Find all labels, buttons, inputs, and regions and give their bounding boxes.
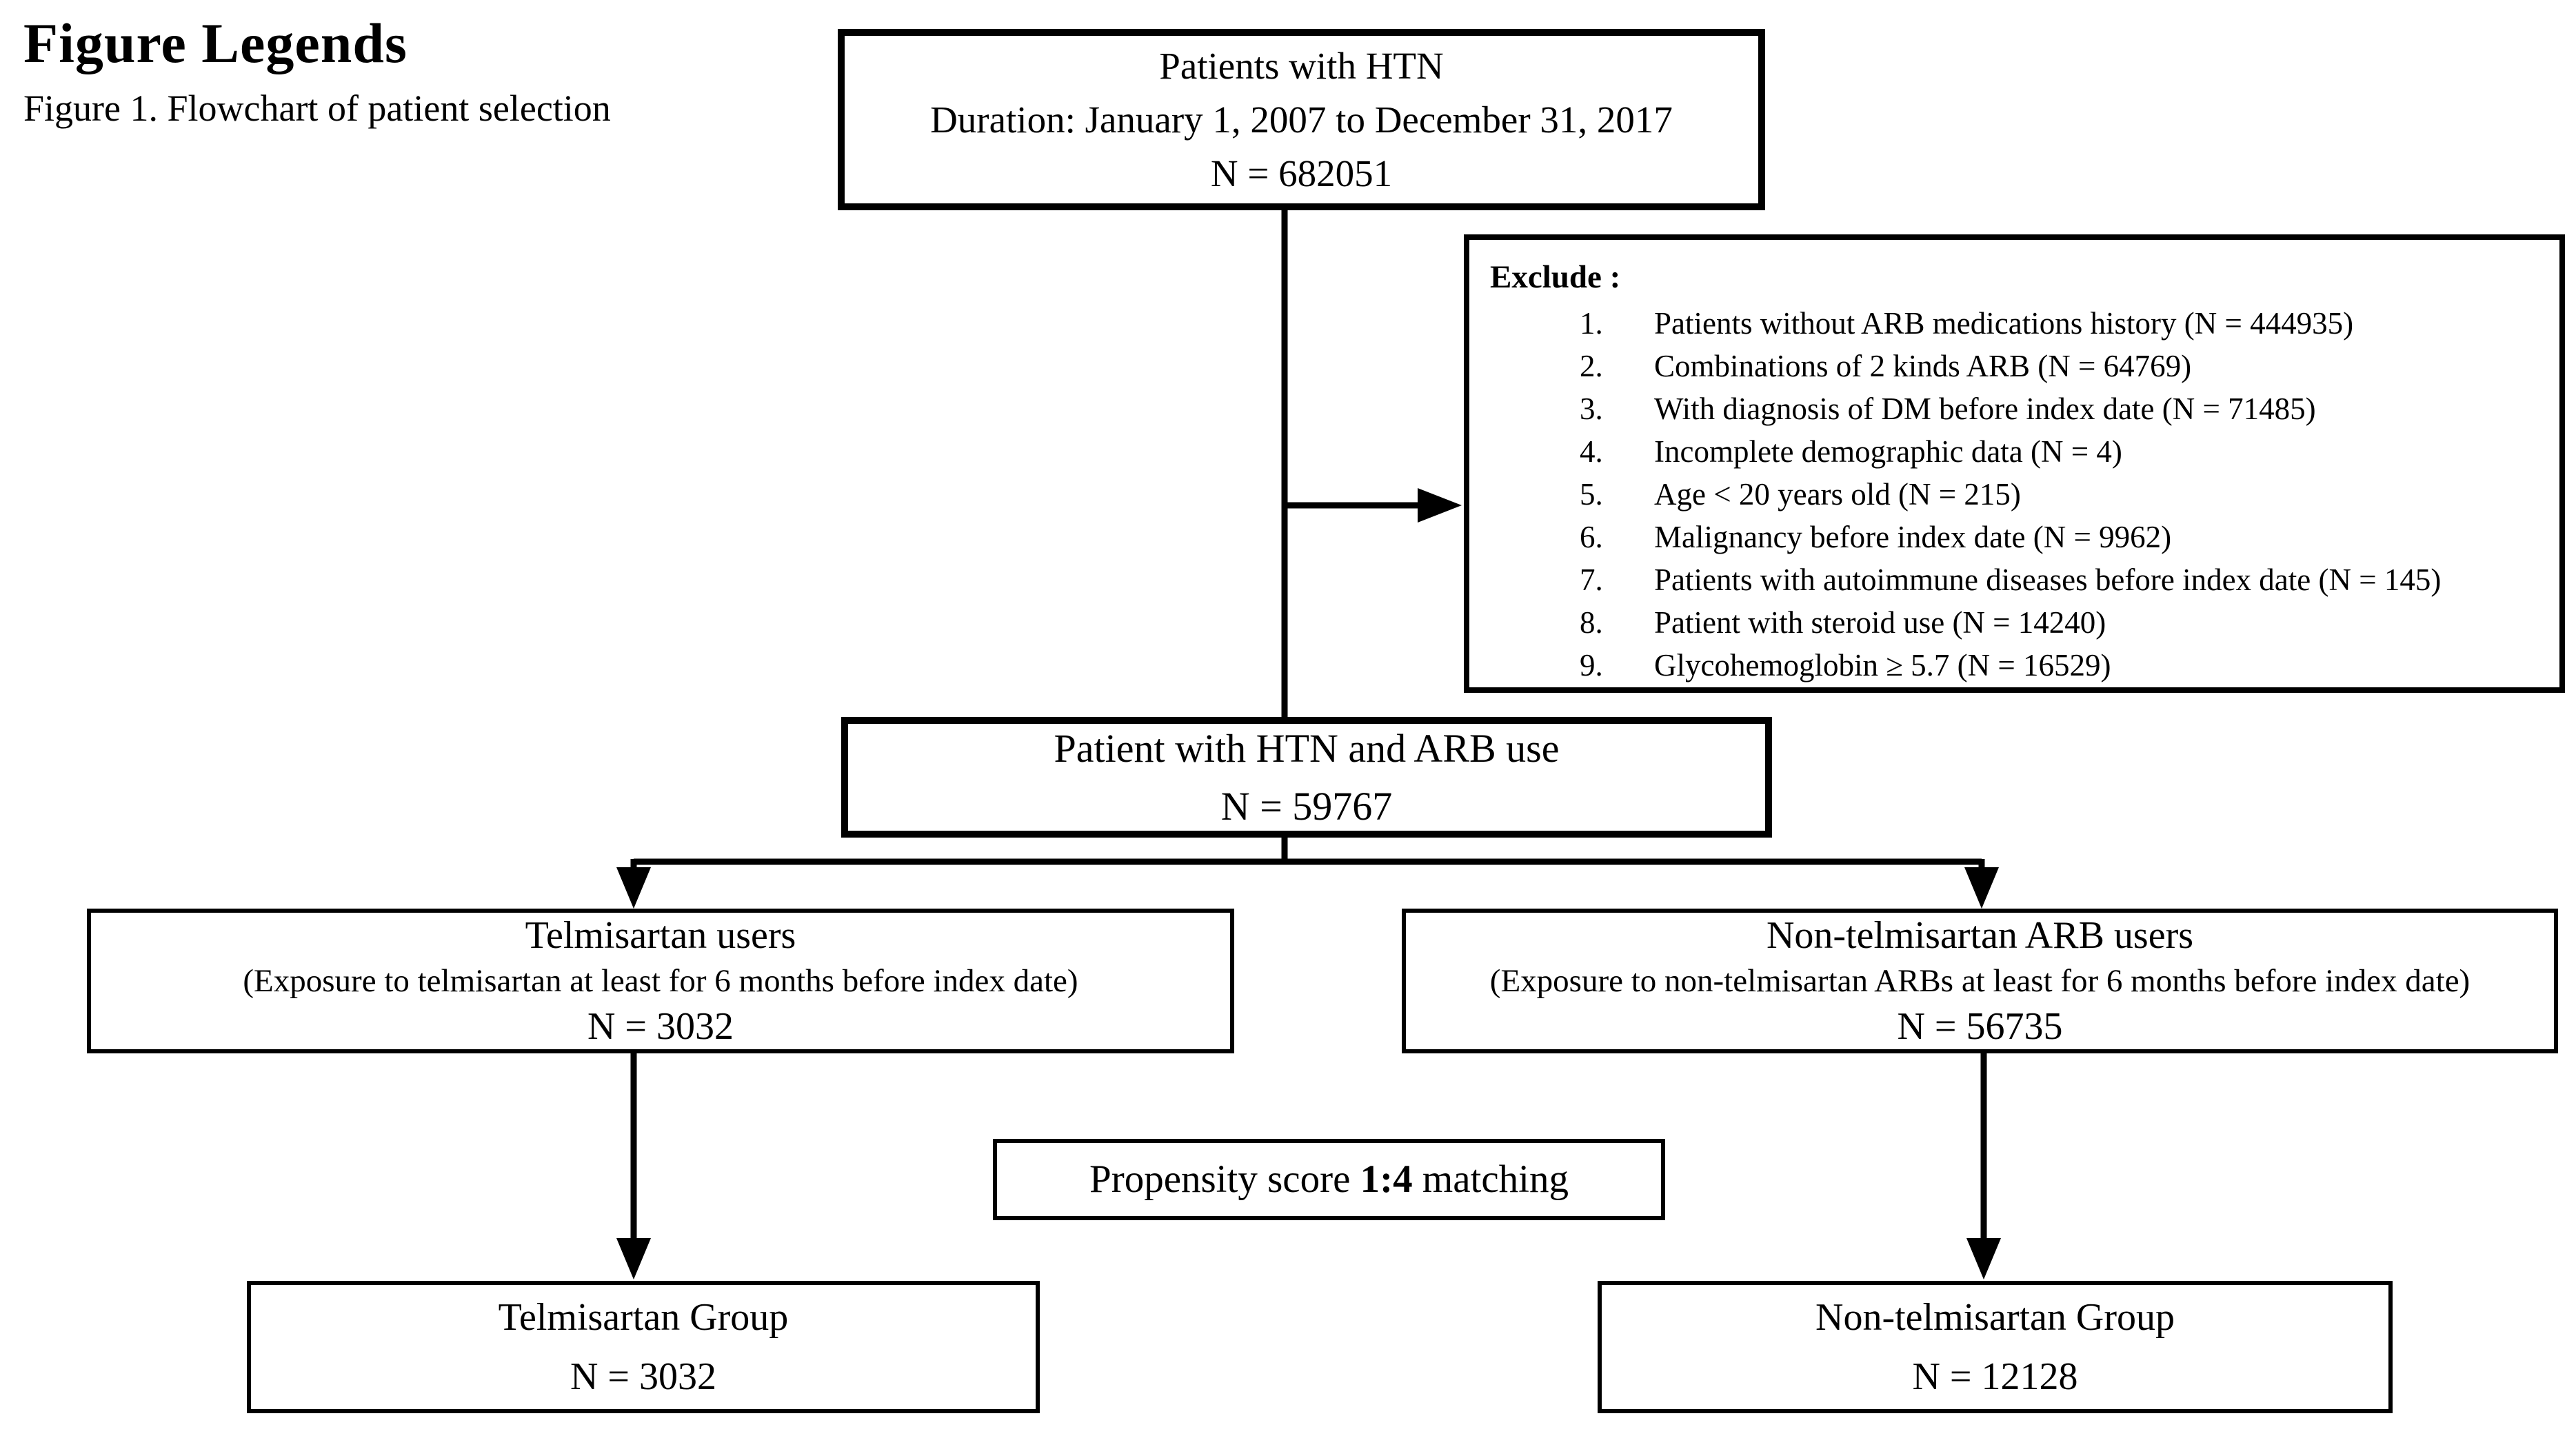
- matching-label: Propensity score 1:4 matching: [1089, 1152, 1569, 1207]
- exclude-list: 1. Patients without ARB medications hist…: [1580, 302, 2546, 687]
- node-title: Telmisartan users: [525, 914, 796, 957]
- exclude-arrowhead-icon: [1418, 488, 1462, 523]
- node-telmisartan-group: Telmisartan Group N = 3032: [247, 1281, 1040, 1413]
- node-count: N = 59767: [1220, 783, 1393, 829]
- exclude-item-8: 8. Patient with steroid use (N = 14240): [1580, 601, 2546, 644]
- exclude-item-6: 6. Malignancy before index date (N = 996…: [1580, 516, 2546, 558]
- node-title: Non-telmisartan Group: [1815, 1296, 2175, 1339]
- node-non-telmisartan-arb-users: Non-telmisartan ARB users (Exposure to n…: [1402, 909, 2558, 1053]
- figure-caption: Figure 1. Flowchart of patient selection: [23, 88, 611, 130]
- node-htn-arb-use: Patient with HTN and ARB use N = 59767: [841, 717, 1772, 838]
- exclude-item-9: 9. Glycohemoglobin ≥ 5.7 (N = 16529): [1580, 644, 2546, 687]
- exclude-item-number: 3.: [1580, 392, 1603, 426]
- node-exposure-note: (Exposure to telmisartan at least for 6 …: [243, 963, 1078, 999]
- right-split-arrowhead-icon: [1964, 867, 1999, 909]
- exclude-item-number: 6.: [1580, 520, 1603, 554]
- node-telmisartan-users: Telmisartan users (Exposure to telmisart…: [87, 909, 1234, 1053]
- node-non-telmisartan-group: Non-telmisartan Group N = 12128: [1598, 1281, 2393, 1413]
- left-split-arrowhead-icon: [616, 867, 651, 909]
- matching-ratio: 1:4: [1360, 1157, 1413, 1201]
- right-group-arrowhead-icon: [1966, 1238, 2001, 1279]
- exclude-item-number: 1.: [1580, 306, 1603, 341]
- node-exclude-criteria: Exclude : 1. Patients without ARB medica…: [1464, 234, 2565, 693]
- exclude-item-text: Patients without ARB medications history…: [1654, 306, 2354, 341]
- exclude-item-number: 5.: [1580, 477, 1603, 512]
- exclude-item-text: Combinations of 2 kinds ARB (N = 64769): [1654, 349, 2192, 383]
- node-title: Telmisartan Group: [498, 1296, 789, 1339]
- node-title: Patients with HTN: [1159, 44, 1444, 87]
- page-header: Figure Legends Figure 1. Flowchart of pa…: [23, 12, 611, 132]
- node-count: N = 3032: [587, 1005, 734, 1048]
- exclude-item-5: 5. Age < 20 years old (N = 215): [1580, 473, 2546, 516]
- exclude-item-text: Age < 20 years old (N = 215): [1654, 477, 2021, 512]
- node-propensity-matching: Propensity score 1:4 matching: [993, 1139, 1665, 1220]
- exclude-item-1: 1. Patients without ARB medications hist…: [1580, 302, 2546, 345]
- exclude-item-2: 2. Combinations of 2 kinds ARB (N = 6476…: [1580, 345, 2546, 387]
- exclude-item-text: Patients with autoimmune diseases before…: [1654, 563, 2442, 597]
- exclude-item-3: 3. With diagnosis of DM before index dat…: [1580, 387, 2546, 430]
- exclude-item-number: 2.: [1580, 349, 1603, 383]
- node-count: N = 682051: [1210, 152, 1393, 194]
- exclude-item-text: Malignancy before index date (N = 9962): [1654, 520, 2172, 554]
- exclude-item-text: Patient with steroid use (N = 14240): [1654, 605, 2106, 640]
- exclude-item-4: 4. Incomplete demographic data (N = 4): [1580, 430, 2546, 473]
- exclude-item-text: Glycohemoglobin ≥ 5.7 (N = 16529): [1654, 648, 2111, 682]
- left-group-arrowhead-icon: [616, 1238, 651, 1279]
- exclude-item-number: 4.: [1580, 434, 1603, 469]
- exclude-item-text: Incomplete demographic data (N = 4): [1654, 434, 2122, 469]
- node-title: Non-telmisartan ARB users: [1766, 914, 2194, 957]
- exclude-item-text: With diagnosis of DM before index date (…: [1654, 392, 2316, 426]
- exclude-item-7: 7. Patients with autoimmune diseases bef…: [1580, 558, 2546, 601]
- exclude-item-number: 8.: [1580, 605, 1603, 640]
- node-exposure-note: (Exposure to non-telmisartan ARBs at lea…: [1489, 963, 2471, 999]
- matching-prefix: Propensity score: [1089, 1157, 1360, 1201]
- exclude-item-number: 7.: [1580, 563, 1603, 597]
- page-title: Figure Legends: [23, 12, 407, 74]
- node-patients-with-htn: Patients with HTN Duration: January 1, 2…: [838, 29, 1765, 210]
- node-duration: Duration: January 1, 2007 to December 31…: [930, 98, 1673, 141]
- exclude-header: Exclude :: [1490, 259, 1621, 295]
- exclude-item-number: 9.: [1580, 648, 1603, 682]
- node-count: N = 3032: [570, 1355, 717, 1398]
- node-count: N = 56735: [1897, 1005, 2063, 1048]
- node-count: N = 12128: [1912, 1355, 2078, 1398]
- node-title: Patient with HTN and ARB use: [1054, 725, 1560, 771]
- matching-suffix: matching: [1412, 1157, 1569, 1201]
